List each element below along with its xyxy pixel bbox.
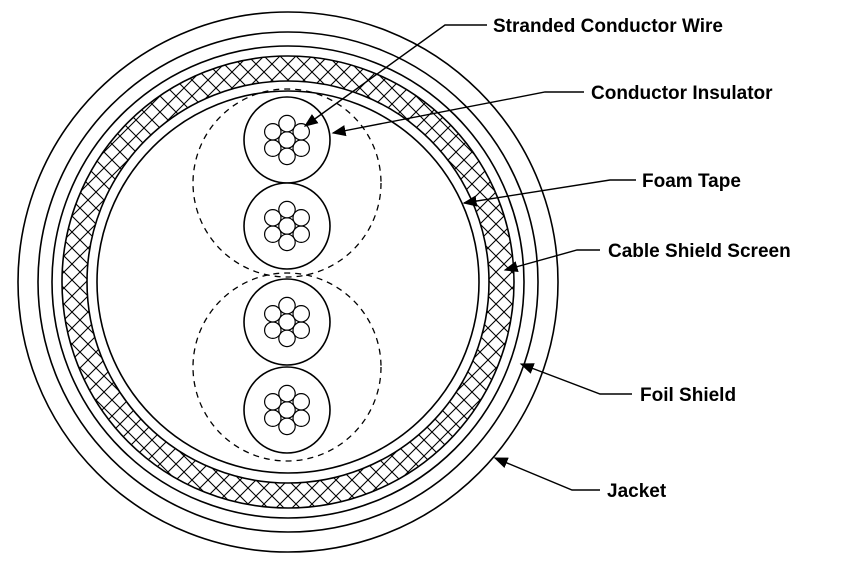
cable-shield-braid xyxy=(61,55,515,509)
conductor-4-strand-2 xyxy=(292,409,311,427)
conductor-3-strand-5 xyxy=(263,304,282,323)
conductor-2-strand-7 xyxy=(292,209,311,227)
leader-lines xyxy=(303,24,636,491)
conductor-2-strand-4 xyxy=(263,225,282,243)
conductor-4-strand-7 xyxy=(292,392,311,411)
conductor-2-strand-1 xyxy=(278,217,296,235)
conductor-4-strand-6 xyxy=(278,384,296,403)
leader-foam-tape xyxy=(462,179,636,207)
conductor-4-strand-5 xyxy=(263,392,282,411)
conductor-3-strand-4 xyxy=(263,321,282,339)
conductor-2-strand-5 xyxy=(263,209,282,227)
foam-tape-ring xyxy=(96,90,480,474)
leader-conductor-insulator xyxy=(331,91,584,137)
label-cable-shield-screen: Cable Shield Screen xyxy=(608,241,791,262)
conductor-group xyxy=(243,96,331,454)
conductor-4-strand-3 xyxy=(278,417,296,436)
conductor-2-strand-3 xyxy=(278,233,296,252)
leader-cable-shield-screen xyxy=(503,249,600,273)
label-foam-tape: Foam Tape xyxy=(642,171,741,192)
foil-shield-ring xyxy=(51,45,525,519)
pair-envelope-upper xyxy=(192,88,382,278)
conductor-1-strand-7 xyxy=(292,123,311,141)
pair-envelope-lower xyxy=(192,272,382,462)
label-stranded-conductor-wire: Stranded Conductor Wire xyxy=(493,16,723,37)
conductor-2-strand-6 xyxy=(278,200,296,219)
jacket-outer-ring xyxy=(17,11,559,553)
conductor-3-strand-7 xyxy=(292,304,311,323)
conductor-3-strand-2 xyxy=(292,321,311,339)
conductor-1-strand-6 xyxy=(278,114,296,133)
conductor-2-strand-2 xyxy=(292,225,311,243)
conductor-4-strand-1 xyxy=(278,401,296,419)
leader-jacket xyxy=(493,457,600,491)
jacket-inner-ring xyxy=(37,31,539,533)
label-jacket: Jacket xyxy=(607,481,667,502)
conductor-1-strand-1 xyxy=(278,131,296,149)
conductor-3-strand-1 xyxy=(278,313,296,331)
conductor-1-strand-5 xyxy=(263,123,282,141)
leader-foil-shield xyxy=(519,363,632,395)
conductor-3-strand-3 xyxy=(278,329,296,348)
conductor-1-strand-3 xyxy=(278,147,296,166)
conductor-3-strand-6 xyxy=(278,296,296,315)
conductor-1-strand-2 xyxy=(292,139,311,157)
label-foil-shield: Foil Shield xyxy=(640,385,736,406)
leader-stranded-conductor-wire xyxy=(303,24,487,127)
conductor-4-strand-4 xyxy=(263,409,282,427)
label-conductor-insulator: Conductor Insulator xyxy=(591,83,773,104)
conductor-1-strand-4 xyxy=(263,139,282,157)
